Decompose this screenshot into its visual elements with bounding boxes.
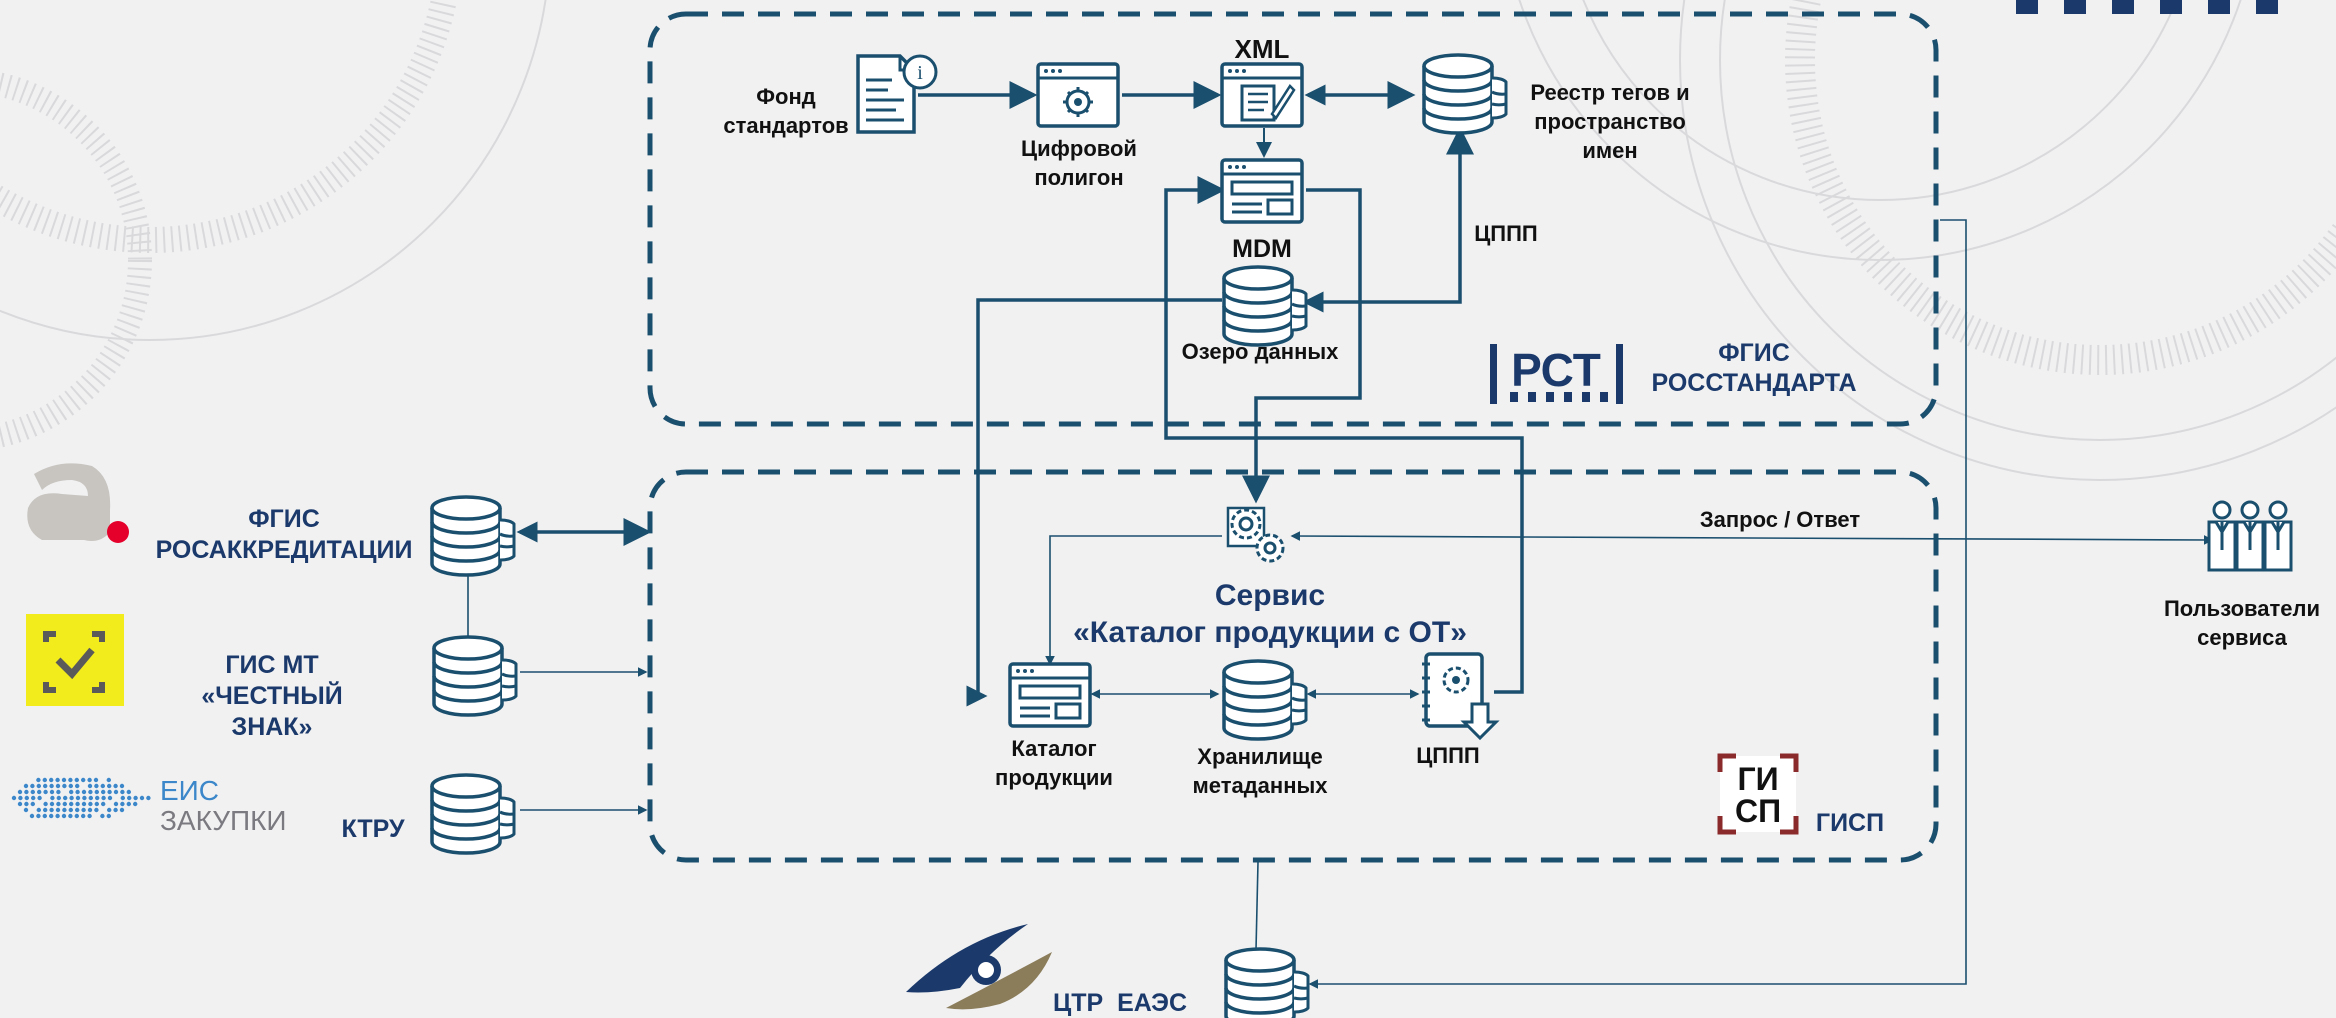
mdm-window-icon xyxy=(1220,158,1304,224)
query-response-link xyxy=(1290,531,2214,545)
query-response-label: Запрос / Ответ xyxy=(1699,507,1861,532)
rosaccreditation-logo xyxy=(27,463,129,543)
registry-database-icon xyxy=(1422,53,1508,135)
service-to-catalog-link xyxy=(1045,535,1222,666)
gisp-label: ГИСП xyxy=(1815,809,1885,837)
rst-logo: РСТ xyxy=(1490,344,1623,404)
gisp-cppp-label: ЦППП xyxy=(1416,743,1480,768)
document-info-icon: i xyxy=(856,54,938,134)
metadata-store-icon xyxy=(1222,659,1308,741)
chestny-znak-logo xyxy=(26,614,124,706)
fgis-rosaccreditation-label: ФГИС РОСАККРЕДИТАЦИИ xyxy=(155,505,413,564)
fgis-rosstandart-label: ФГИС РОССТАНДАРТА xyxy=(1651,339,1857,397)
gisp-boundary xyxy=(647,469,1939,863)
mdm-label: MDM xyxy=(1232,235,1292,263)
fond-standards-label: Фонд стандартов xyxy=(723,84,849,138)
notebook-gear-icon xyxy=(1422,652,1500,741)
ctr-eaeu-label: ЦТР ЕАЭС xyxy=(1052,989,1188,1017)
data-lake-label: Озеро данных xyxy=(1181,339,1339,364)
metadata-store-label: Хранилище метаданных xyxy=(1192,744,1328,798)
gis-mt-label: ГИС МТ «ЧЕСТНЫЙ ЗНАК» xyxy=(201,651,343,741)
lake-cppp-registry-link xyxy=(1302,126,1474,313)
eis-logo-text-2: ЗАКУПКИ xyxy=(160,805,287,836)
background-decoration xyxy=(0,0,2336,481)
ctr-database-icon xyxy=(1224,947,1310,1018)
xml-label: XML xyxy=(1234,34,1290,64)
catalog-label: Каталог продукции xyxy=(995,736,1113,790)
eis-logo-text-1: ЕИС xyxy=(160,775,220,806)
gears-icon xyxy=(1226,506,1285,563)
gear-window-icon xyxy=(1036,62,1120,128)
gis-mt-database-icon xyxy=(432,635,518,717)
service-subtitle-label: «Каталог продукции с ОТ» xyxy=(1073,616,1467,649)
rst-logo-text: РСТ xyxy=(1511,344,1601,396)
data-lake-icon xyxy=(1222,265,1308,347)
digital-polygon-label: Цифровой полигон xyxy=(1021,136,1137,190)
eis-map-logo xyxy=(11,777,151,819)
service-users-label: Пользователи сервиса xyxy=(2163,596,2320,650)
ctr-up-link xyxy=(1255,861,1259,951)
ctr-right-link xyxy=(1308,219,1967,989)
users-icon xyxy=(2207,500,2293,572)
gisp-logo-text-1: ГИ xyxy=(1737,761,1778,797)
eaeu-logo xyxy=(906,924,1052,1010)
gisp-logo-text-2: СП xyxy=(1735,793,1781,829)
gisp-logo: ГИ СП xyxy=(1717,753,1799,835)
connections xyxy=(463,81,2214,989)
rst-cppp-label: ЦППП xyxy=(1474,221,1538,246)
catalog-window-icon xyxy=(1008,662,1092,728)
fgis-ra-database-icon xyxy=(430,495,516,577)
registry-label: Реестр тегов и пространство имен xyxy=(1530,80,1690,163)
ktru-label: КТРУ xyxy=(341,815,405,843)
xml-document-icon xyxy=(1220,62,1304,128)
rosstandart-boundary xyxy=(647,11,1939,427)
ktru-database-icon xyxy=(430,773,516,855)
catalog-to-lake-link xyxy=(966,298,1222,707)
service-title-label: Сервис xyxy=(1214,579,1326,612)
svg-text:i: i xyxy=(917,62,923,84)
mdm-to-service-link xyxy=(1242,188,1362,504)
brand-bars xyxy=(2016,0,2278,14)
cppp-to-mdm-link xyxy=(1164,176,1524,694)
